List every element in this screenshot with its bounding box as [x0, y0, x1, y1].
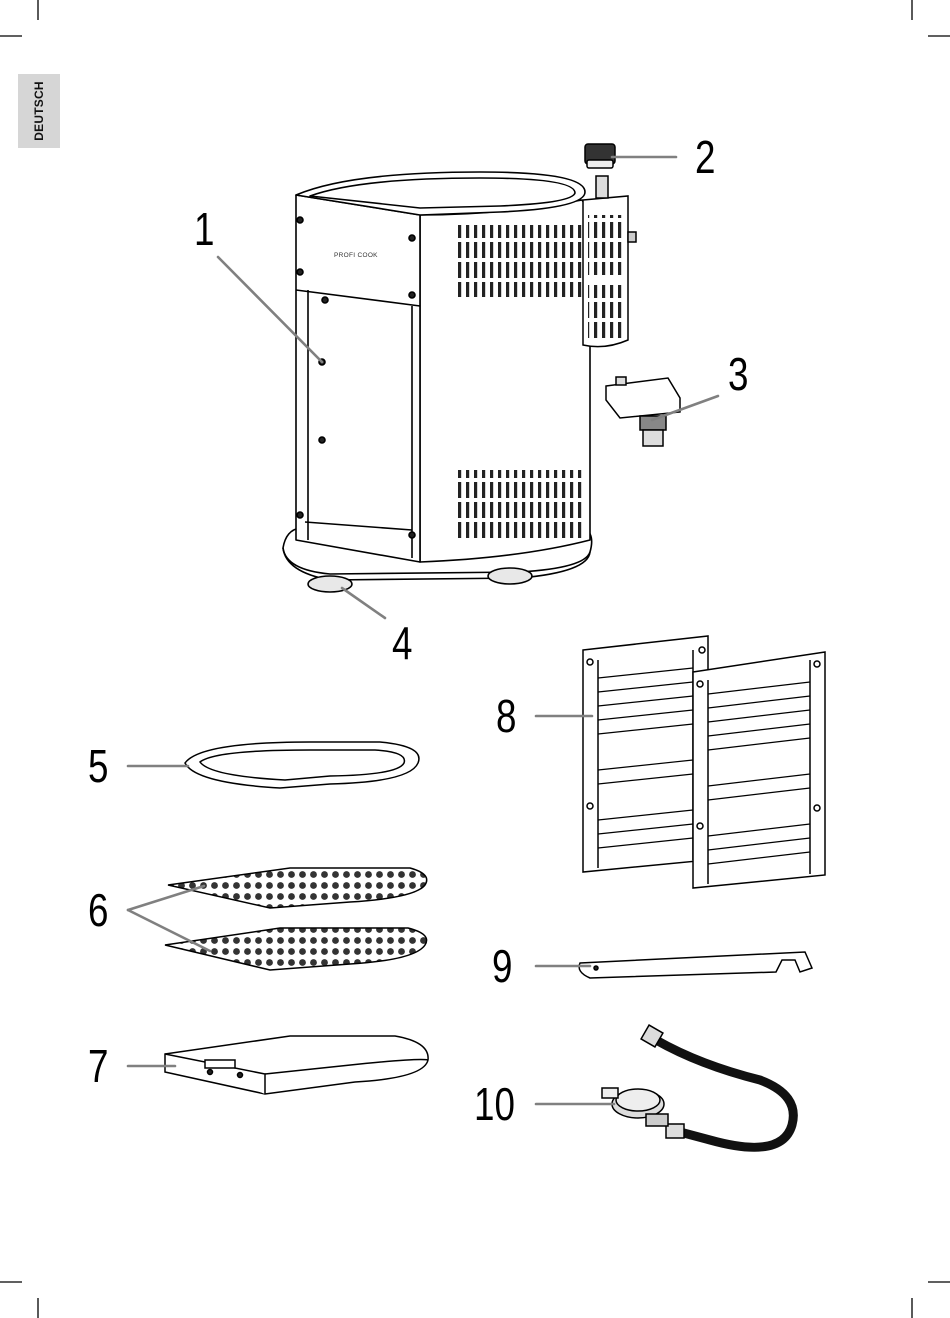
brand-logo: PROFI COOK — [334, 252, 378, 259]
part-label-4: 4 — [392, 620, 412, 666]
part-label-6: 6 — [88, 887, 108, 933]
ignition-unit — [606, 377, 680, 446]
part-label-8: 8 — [496, 693, 516, 739]
gas-regulator-hose — [602, 1025, 793, 1147]
part-label-7: 7 — [88, 1043, 108, 1089]
grate-top — [168, 868, 427, 908]
support-bar — [579, 952, 812, 978]
part-label-10: 10 — [474, 1081, 515, 1127]
louvre-panel-right — [693, 652, 825, 888]
control-knob — [585, 144, 615, 168]
part-label-5: 5 — [88, 743, 108, 789]
part-label-3: 3 — [728, 351, 748, 397]
part-label-9: 9 — [492, 943, 512, 989]
part-label-1: 1 — [194, 206, 214, 252]
part-label-2: 2 — [695, 134, 715, 180]
heater-body — [283, 172, 592, 592]
louvre-panel-left — [583, 636, 708, 872]
control-housing — [583, 176, 636, 347]
top-ring — [185, 742, 419, 788]
ash-tray — [165, 1036, 428, 1094]
